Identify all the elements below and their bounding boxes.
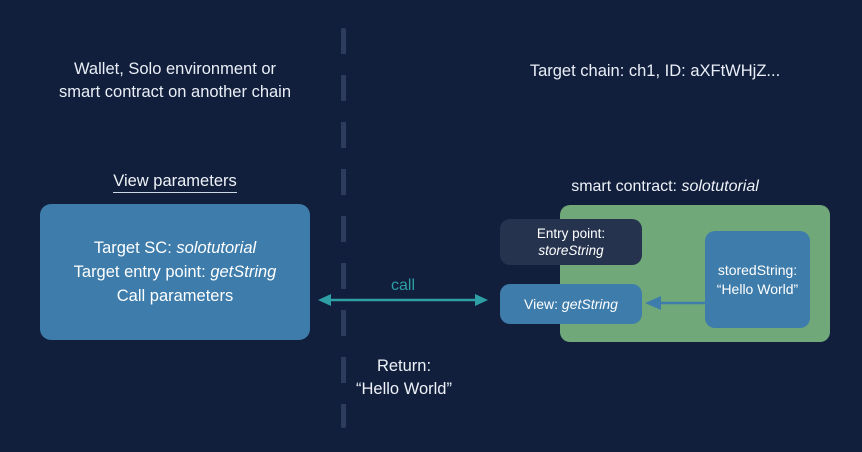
entry-point-label: Entry point: (536, 226, 606, 241)
target-entry-point-line: Target entry point: getString (74, 260, 277, 284)
target-entry-point-label: Target entry point: (73, 263, 211, 281)
target-sc-label: Target SC: (93, 239, 177, 257)
left-header-line-2: smart contract on another chain (58, 83, 292, 101)
call-label: call (390, 277, 415, 294)
left-column-header: Wallet, Solo environment or smart contra… (20, 58, 330, 104)
view-parameters-heading-text: View parameters (113, 172, 237, 193)
view-function-label: View: (524, 296, 562, 312)
target-entry-point-value: getString (210, 263, 277, 281)
stored-string-box: storedString: “Hello World” (705, 231, 810, 328)
view-function-value: getString (561, 296, 618, 312)
bidirectional-call-arrow (318, 290, 488, 310)
view-function-line: View: getString (524, 296, 618, 312)
stored-string-to-view-arrow (645, 294, 705, 312)
return-label-line-2: “Hello World” (356, 380, 452, 398)
smart-contract-label: smart contract: (571, 178, 682, 195)
entry-point-box: Entry point: storeString (500, 219, 642, 265)
view-parameters-heading: View parameters (40, 172, 310, 193)
return-label-line-1: Return: (376, 357, 432, 375)
stored-string-value: “Hello World” (716, 280, 799, 297)
left-header-line-1: Wallet, Solo environment or (73, 60, 277, 78)
target-sc-value: solotutorial (176, 239, 257, 257)
call-parameters-line: Call parameters (116, 287, 234, 305)
target-sc-line: Target SC: solotutorial (94, 236, 256, 260)
stored-string-label: storedString: (717, 261, 798, 278)
view-parameters-box: Target SC: solotutorial Target entry poi… (40, 204, 310, 340)
right-column-header: Target chain: ch1, ID: aXFtWHjZ... (529, 62, 781, 80)
vertical-dashed-divider (341, 28, 346, 428)
return-label: Return: “Hello World” (316, 355, 492, 401)
smart-contract-heading: smart contract: solotutorial (500, 178, 830, 196)
entry-point-value: storeString (538, 243, 604, 258)
view-function-box: View: getString (500, 284, 642, 324)
smart-contract-value: solotutorial (681, 178, 759, 195)
